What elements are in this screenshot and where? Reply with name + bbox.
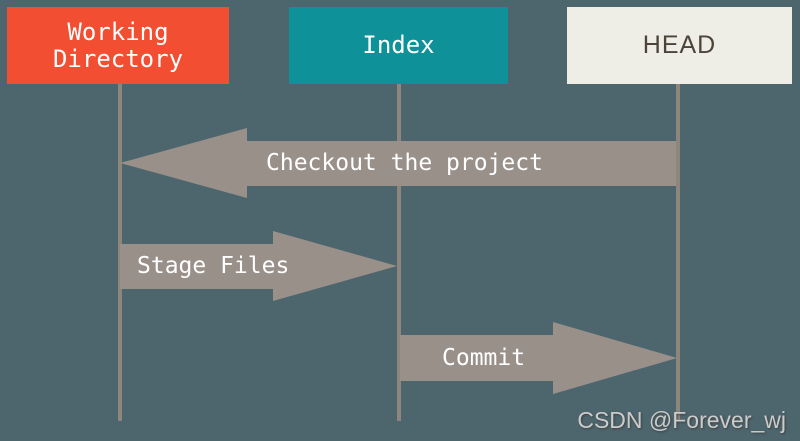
csdn-watermark: CSDN @Forever_wj	[577, 407, 786, 433]
checkout-arrow-head-icon	[120, 128, 247, 198]
commit-arrow-label: Commit	[442, 345, 526, 371]
commit-arrow-head-icon	[553, 322, 677, 394]
index-box: Index	[289, 7, 508, 84]
stage-files-arrow-body	[120, 244, 273, 289]
commit-arrow-body	[400, 335, 553, 381]
head-label: HEAD	[642, 31, 717, 59]
checkout-arrow-body	[247, 141, 676, 186]
stage-files-arrow-label: Stage Files	[137, 253, 290, 279]
working-directory-label: Working Directory	[52, 17, 184, 73]
index-label: Index	[362, 31, 435, 59]
working-directory-box: Working Directory	[7, 7, 229, 84]
head-lifeline	[676, 84, 680, 421]
stage-files-arrow-head-icon	[273, 231, 397, 301]
head-box: HEAD	[567, 7, 792, 84]
checkout-arrow-label: Checkout the project	[266, 150, 543, 176]
index-lifeline	[397, 84, 401, 421]
